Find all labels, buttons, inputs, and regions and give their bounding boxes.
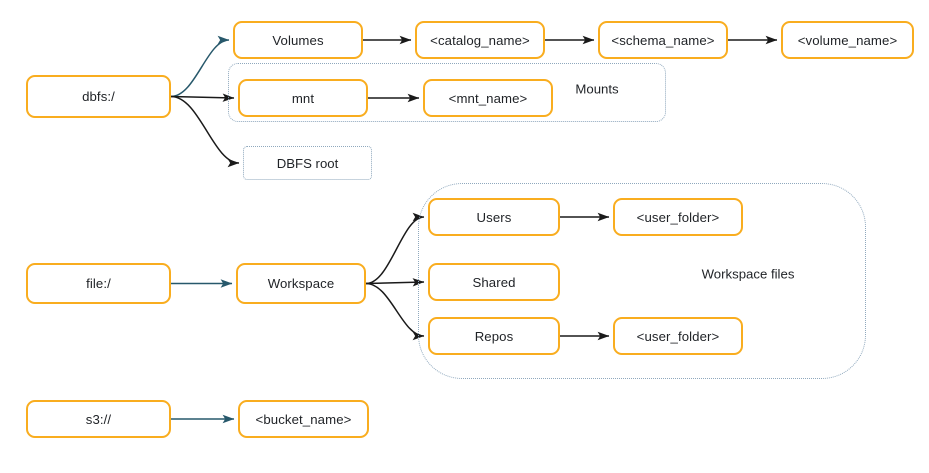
node-dbfs_root: DBFS root: [243, 146, 372, 180]
node-users[interactable]: Users: [428, 198, 560, 236]
group-label-mounts_group: Mounts: [575, 81, 619, 97]
node-user_folder_1[interactable]: <user_folder>: [613, 198, 743, 236]
node-bucket_name[interactable]: <bucket_name>: [238, 400, 369, 438]
edge-workspace-to-shared: [365, 278, 425, 287]
node-mnt[interactable]: mnt: [238, 79, 368, 117]
edge-workspace-to-repos: [365, 282, 425, 341]
node-mnt_name[interactable]: <mnt_name>: [423, 79, 553, 117]
node-volumes[interactable]: Volumes: [233, 21, 363, 59]
node-file[interactable]: file:/: [26, 263, 171, 304]
node-catalog_name[interactable]: <catalog_name>: [415, 21, 545, 59]
node-s3[interactable]: s3://: [26, 400, 171, 438]
node-schema_name[interactable]: <schema_name>: [598, 21, 728, 59]
node-dbfs[interactable]: dbfs:/: [26, 75, 171, 118]
edge-dbfs-to-mnt: [170, 93, 235, 102]
node-user_folder_2[interactable]: <user_folder>: [613, 317, 743, 355]
node-repos[interactable]: Repos: [428, 317, 560, 355]
edge-workspace-to-users: [365, 212, 425, 285]
node-shared[interactable]: Shared: [428, 263, 560, 301]
node-volume_name[interactable]: <volume_name>: [781, 21, 914, 59]
group-label-wsfiles_group: Workspace files: [701, 266, 795, 282]
edge-dbfs-to-volumes: [170, 35, 230, 98]
node-workspace[interactable]: Workspace: [236, 263, 366, 304]
